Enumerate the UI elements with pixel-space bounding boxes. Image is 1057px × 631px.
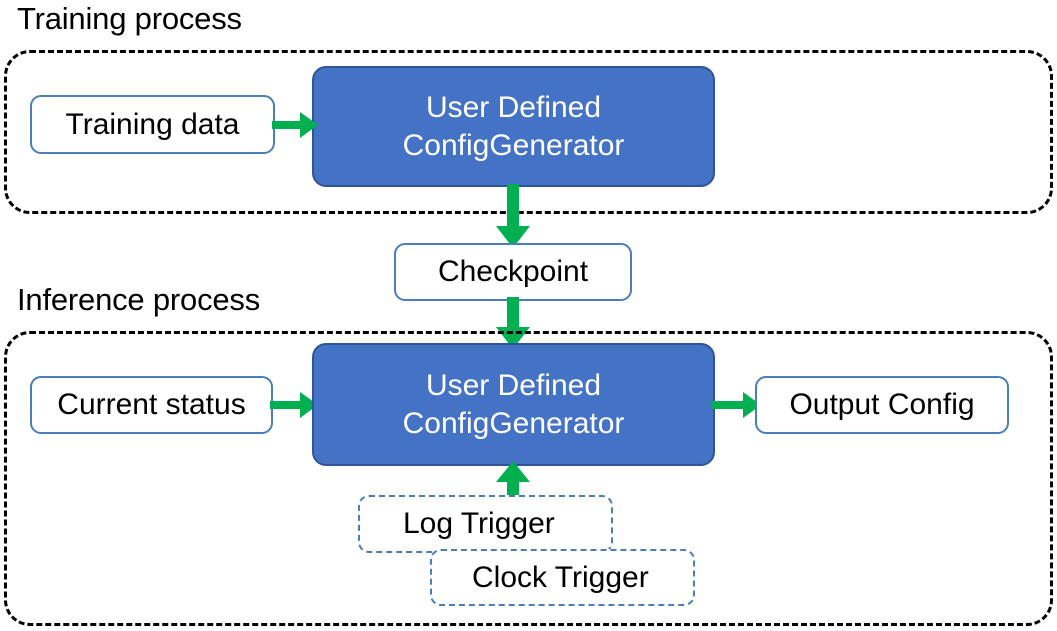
node-user-defined-config-generator-training[interactable]: User Defined ConfigGenerator	[312, 66, 715, 187]
training-process-container	[4, 50, 1053, 214]
node-output-config[interactable]: Output Config	[755, 376, 1009, 434]
node-user-defined-config-generator-inference[interactable]: User Defined ConfigGenerator	[312, 343, 715, 466]
node-log-trigger[interactable]: Log Trigger	[358, 495, 613, 553]
arrow-current-status-to-generator	[270, 392, 318, 418]
arrow-generator-to-output-config	[711, 392, 761, 418]
arrow-generator-to-checkpoint	[496, 184, 530, 248]
arrow-trigger-to-generator	[496, 461, 530, 509]
generator-label-line1: User Defined	[425, 368, 602, 402]
generator-label-line2: ConfigGenerator	[402, 128, 625, 162]
node-checkpoint[interactable]: Checkpoint	[394, 243, 632, 301]
arrow-checkpoint-to-generator	[496, 297, 530, 349]
node-clock-trigger[interactable]: Clock Trigger	[430, 549, 695, 606]
generator-label-line1: User Defined	[425, 90, 602, 124]
node-current-status[interactable]: Current status	[30, 376, 273, 434]
node-training-data[interactable]: Training data	[30, 95, 275, 154]
generator-label-line2: ConfigGenerator	[402, 406, 625, 440]
training-process-title: Training process	[17, 1, 242, 36]
inference-process-title: Inference process	[17, 282, 261, 317]
inference-process-container	[4, 331, 1053, 626]
arrow-training-data-to-generator	[272, 112, 318, 138]
